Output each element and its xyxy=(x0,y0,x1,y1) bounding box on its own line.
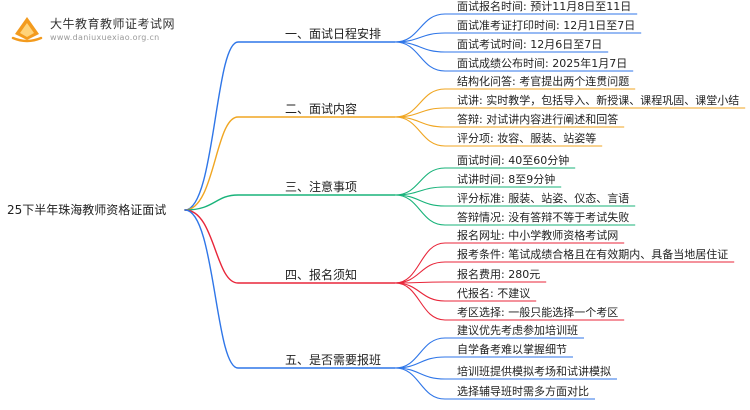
leaf-topic: 答辩情况: 没有答辩不等于考试失败 xyxy=(457,211,630,224)
leaf-topic: 面试报名时间: 预计11月8日至11日 xyxy=(457,0,632,13)
leaf-topic: 面试成绩公布时间: 2025年1月7日 xyxy=(457,57,628,70)
leaf-topic: 评分标准: 服装、站姿、仪态、言语 xyxy=(457,192,630,205)
leaf-topic: 面试时间: 40至60分钟 xyxy=(457,154,570,167)
root-topic: 25下半年珠海教师资格证面试 xyxy=(7,203,167,217)
leaf-topic: 面试考试时间: 12月6日至7日 xyxy=(457,38,603,51)
leaf-topic: 培训班提供模拟考场和试讲模拟 xyxy=(457,365,611,378)
branch-topic: 四、报名须知 xyxy=(285,268,358,282)
brand-url: www.daniuxuexiao.org.cn xyxy=(50,33,160,42)
branch-topic: 三、注意事项 xyxy=(285,180,358,194)
leaf-topic: 面试准考证打印时间: 12月1日至7日 xyxy=(457,19,636,32)
leaf-topic: 报名网址: 中小学教师资格考试网 xyxy=(457,229,619,242)
leaf-topic: 报考条件: 笔试成绩合格且在有效期内、具备当地居住证 xyxy=(457,248,729,261)
brand-name: 大牛教育教师证考试网 xyxy=(50,17,176,31)
brand-logo-icon xyxy=(9,14,45,44)
leaf-topic: 答辩: 对试讲内容进行阐述和回答 xyxy=(457,113,619,126)
leaf-topic: 结构化问答: 考官提出两个连贯问题 xyxy=(457,75,630,88)
leaf-topic: 试讲时间: 8至9分钟 xyxy=(457,173,556,186)
leaf-topic: 建议优先考虑参加培训班 xyxy=(457,324,578,337)
leaf-topic: 评分项: 妆容、服装、站姿等 xyxy=(457,132,597,145)
leaf-topic: 试讲: 实时教学，包括导入、新授课、课程巩固、课堂小结 xyxy=(457,94,740,107)
leaf-topic: 自学备考难以掌握细节 xyxy=(457,343,567,356)
leaf-topic: 报名费用: 280元 xyxy=(457,268,541,281)
leaf-topic: 考区选择: 一般只能选择一个考区 xyxy=(457,306,619,319)
leaf-topic: 选择辅导班时需多方面对比 xyxy=(457,385,589,398)
branch-topic: 五、是否需要报班 xyxy=(285,353,382,367)
branch-topic: 一、面试日程安排 xyxy=(285,27,382,41)
branch-topic: 二、面试内容 xyxy=(285,102,358,116)
leaf-topic: 代报名: 不建议 xyxy=(457,287,531,300)
